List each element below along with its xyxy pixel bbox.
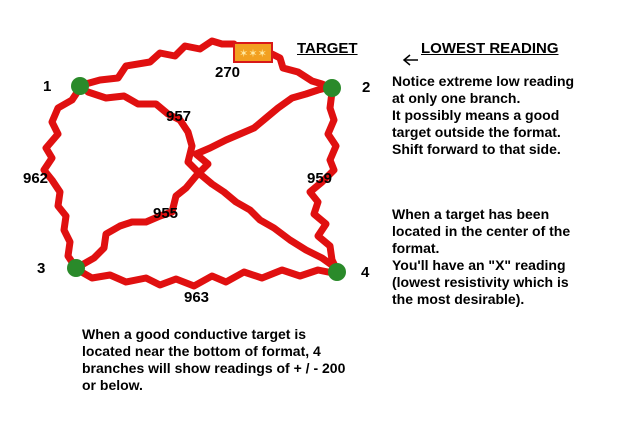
note-line: Shift forward to that side. — [392, 141, 561, 157]
branch-bottom — [74, 266, 342, 290]
note-line: branches will show readings of + / - 200 — [82, 360, 346, 376]
note-line: at only one branch. — [392, 90, 521, 106]
target-heading: TARGET — [297, 40, 358, 57]
note-line: When a target has been — [392, 206, 550, 222]
target-marker — [233, 42, 273, 63]
reading-bottom: 963 — [184, 289, 210, 306]
node-1-label: 1 — [43, 78, 52, 95]
note-top-right: Notice extreme low reading at only one b… — [392, 73, 632, 158]
left-arrow-icon — [402, 54, 418, 66]
reading-diagonal-3-2: 955 — [153, 205, 179, 222]
note-line: target outside the format. — [392, 124, 561, 140]
note-line: You'll have an "X" reading — [392, 257, 566, 273]
node-4-dot — [328, 263, 346, 281]
note-line: or below. — [82, 377, 143, 393]
branch-right — [306, 88, 342, 276]
node-1-dot — [71, 77, 89, 95]
branch-top — [78, 37, 336, 92]
note-middle-right: When a target has been located in the ce… — [392, 206, 632, 308]
reading-left: 962 — [23, 170, 49, 187]
note-line: (lowest resistivity which is — [392, 274, 569, 290]
note-bottom: When a good conductive target is located… — [82, 326, 412, 394]
branch-diagonal-1-4 — [84, 88, 340, 272]
node-4-label: 4 — [361, 264, 370, 281]
lowest-reading-heading: LOWEST READING — [421, 40, 559, 57]
note-line: located near the bottom of format, 4 — [82, 343, 321, 359]
note-line: the most desirable). — [392, 291, 525, 307]
note-line: format. — [392, 240, 440, 256]
node-3-dot — [67, 259, 85, 277]
node-2-dot — [323, 79, 341, 97]
note-line: It possibly means a good — [392, 107, 560, 123]
note-line: When a good conductive target is — [82, 326, 307, 342]
branch-left — [40, 84, 84, 272]
branch-diagonal-3-2 — [76, 84, 330, 270]
target-marker-pattern: ✶✶✶ — [239, 47, 267, 60]
node-2-label: 2 — [362, 79, 371, 96]
note-line: located in the center of the — [392, 223, 571, 239]
reading-diagonal-1-4: 957 — [166, 108, 192, 125]
reading-top: 270 — [215, 64, 241, 81]
reading-right: 959 — [307, 170, 333, 187]
note-line: Notice extreme low reading — [392, 73, 575, 89]
node-3-label: 3 — [37, 260, 46, 277]
